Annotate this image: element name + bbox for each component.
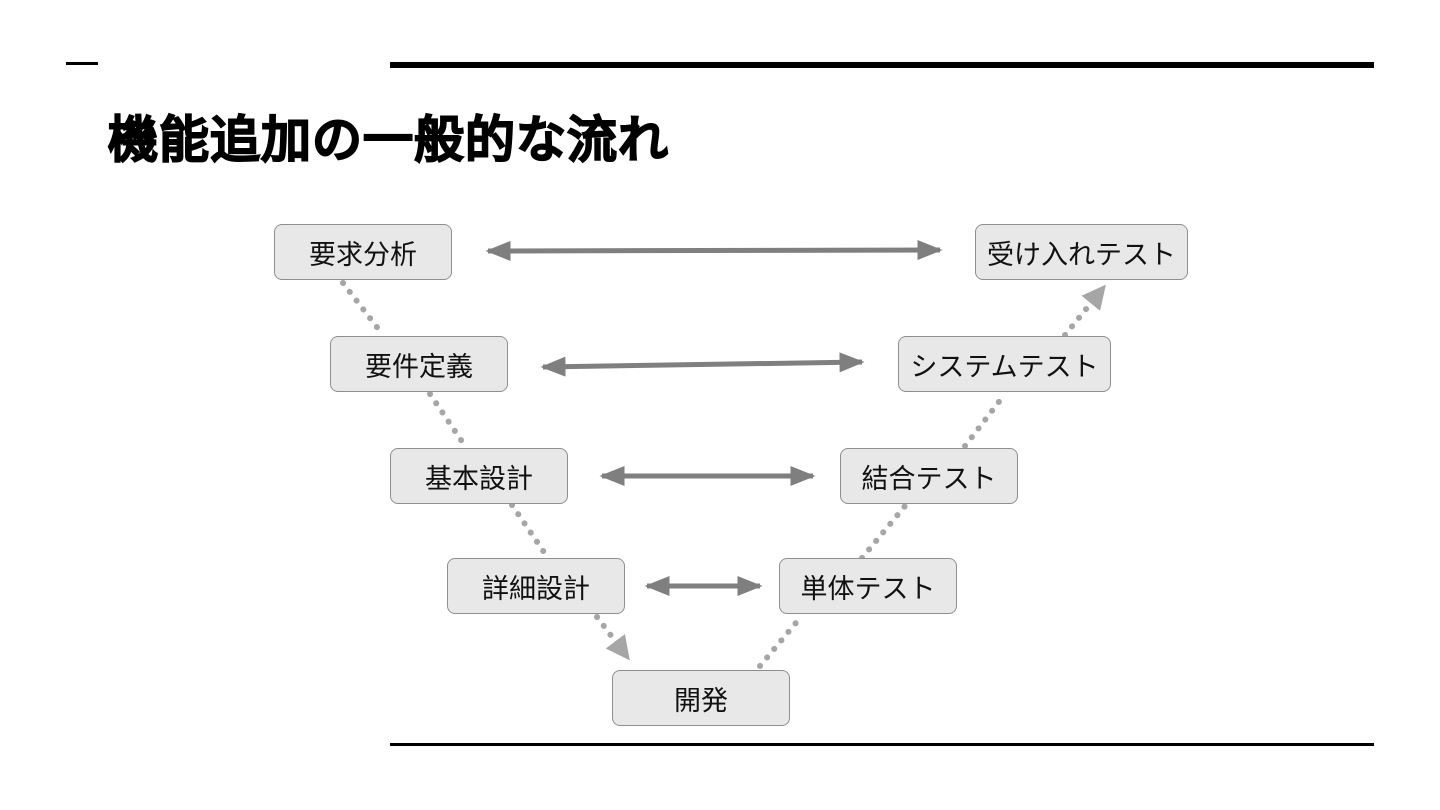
dotted-path-7 [962, 391, 1008, 449]
stage-basic-design: 基本設計 [390, 448, 568, 504]
top-rule [390, 62, 1374, 68]
bottom-rule [390, 743, 1374, 746]
dotted-path-2 [427, 391, 468, 449]
stage-requirements-definition: 要件定義 [330, 336, 508, 392]
slide-title: 機能追加の一般的な流れ [107, 110, 669, 170]
stage-system-test: システムテスト [898, 336, 1111, 392]
dotted-arrow-to-dev [594, 614, 631, 661]
stage-acceptance-test: 受け入れテスト [975, 224, 1188, 280]
dotted-path-5 [757, 615, 803, 669]
stage-development: 開発 [612, 670, 790, 726]
double-arrow-1 [485, 240, 943, 261]
stage-detailed-design: 詳細設計 [447, 558, 625, 614]
stage-requirements-analysis: 要求分析 [274, 224, 452, 280]
dotted-path-6 [859, 503, 908, 561]
dotted-path-1 [340, 280, 386, 338]
stage-integration-test: 結合テスト [840, 448, 1018, 504]
stage-unit-test: 単体テスト [779, 558, 957, 614]
dotted-path-3 [509, 502, 551, 561]
dotted-arrow-to-acceptance [1062, 284, 1107, 338]
double-arrow-2 [540, 352, 865, 377]
top-left-dash [66, 62, 98, 65]
